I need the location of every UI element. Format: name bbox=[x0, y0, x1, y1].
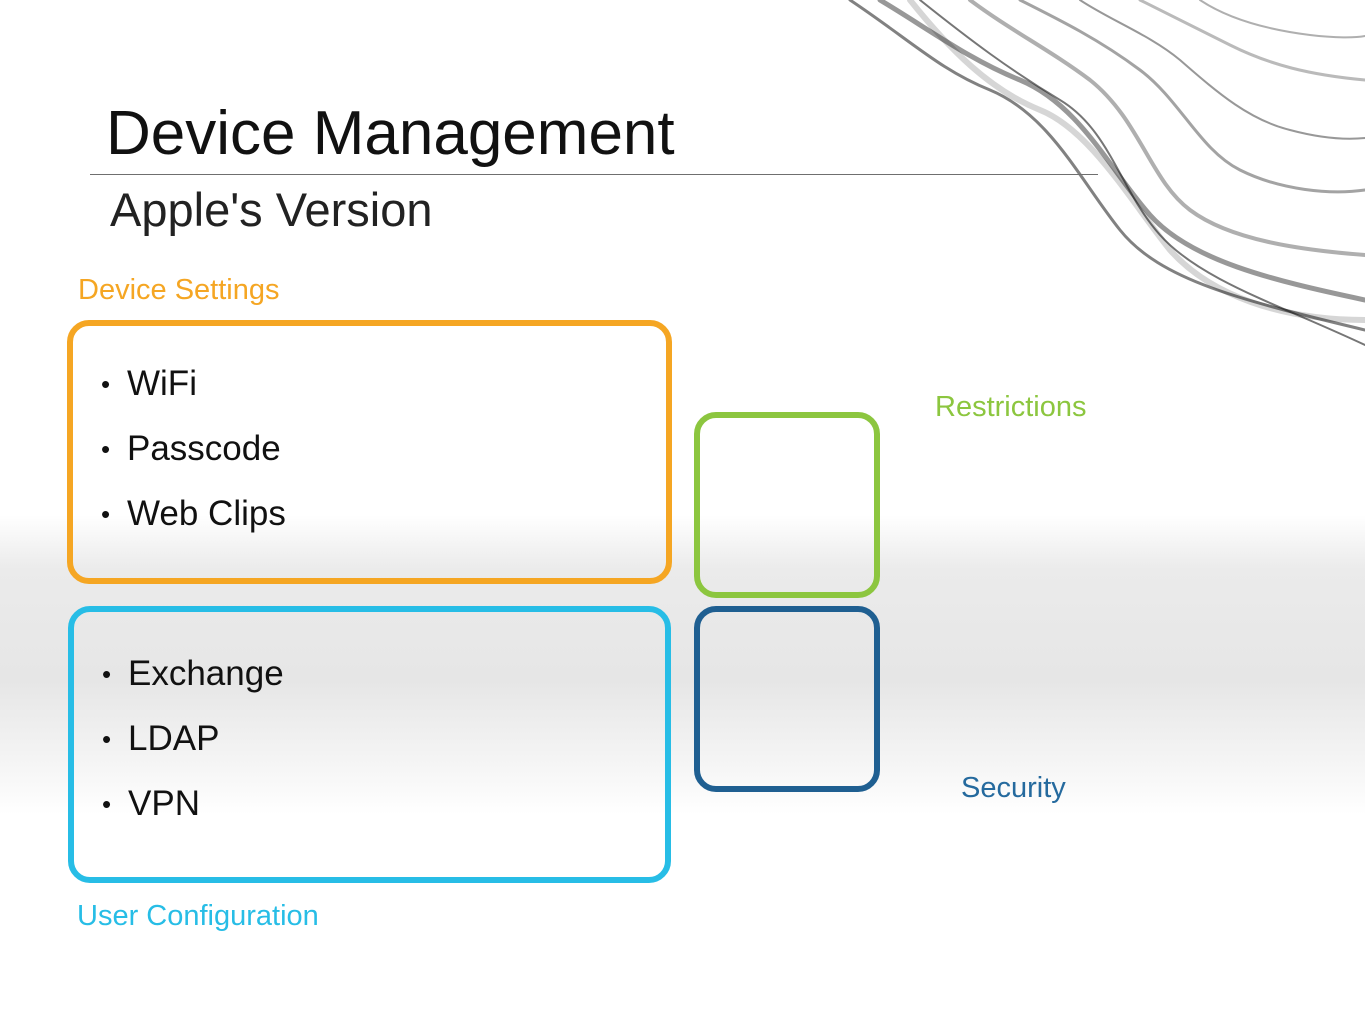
user-configuration-list: • Exchange • LDAP • VPN bbox=[102, 652, 284, 847]
list-item: • Exchange bbox=[102, 652, 284, 717]
user-configuration-box: • Exchange • LDAP • VPN bbox=[68, 606, 671, 883]
bullet-icon: • bbox=[102, 789, 112, 819]
restrictions-box bbox=[694, 412, 880, 598]
title-divider bbox=[90, 174, 1098, 175]
list-item-label: WiFi bbox=[127, 364, 197, 403]
list-item-label: VPN bbox=[128, 784, 200, 823]
list-item: • VPN bbox=[102, 782, 284, 847]
page-subtitle: Apple's Version bbox=[110, 183, 433, 236]
list-item-label: Passcode bbox=[127, 429, 281, 468]
list-item-label: Exchange bbox=[128, 654, 284, 693]
device-settings-label: Device Settings bbox=[78, 274, 280, 306]
bullet-icon: • bbox=[101, 369, 111, 399]
user-configuration-label: User Configuration bbox=[77, 900, 319, 932]
security-box bbox=[694, 606, 880, 792]
smoke-swirl-icon bbox=[848, 0, 1365, 346]
bullet-icon: • bbox=[102, 659, 112, 689]
bullet-icon: • bbox=[101, 434, 111, 464]
security-label: Security bbox=[961, 772, 1066, 804]
device-settings-list: • WiFi • Passcode • Web Clips bbox=[101, 362, 286, 557]
bullet-icon: • bbox=[102, 724, 112, 754]
bullet-icon: • bbox=[101, 499, 111, 529]
list-item: • Web Clips bbox=[101, 492, 286, 557]
list-item: • Passcode bbox=[101, 427, 286, 492]
restrictions-label: Restrictions bbox=[935, 391, 1087, 423]
background-gradient-band bbox=[0, 515, 1365, 815]
list-item-label: LDAP bbox=[128, 719, 220, 758]
list-item: • LDAP bbox=[102, 717, 284, 782]
list-item-label: Web Clips bbox=[127, 494, 286, 533]
page-title: Device Management bbox=[106, 99, 675, 168]
device-settings-box: • WiFi • Passcode • Web Clips bbox=[67, 320, 672, 584]
list-item: • WiFi bbox=[101, 362, 286, 427]
